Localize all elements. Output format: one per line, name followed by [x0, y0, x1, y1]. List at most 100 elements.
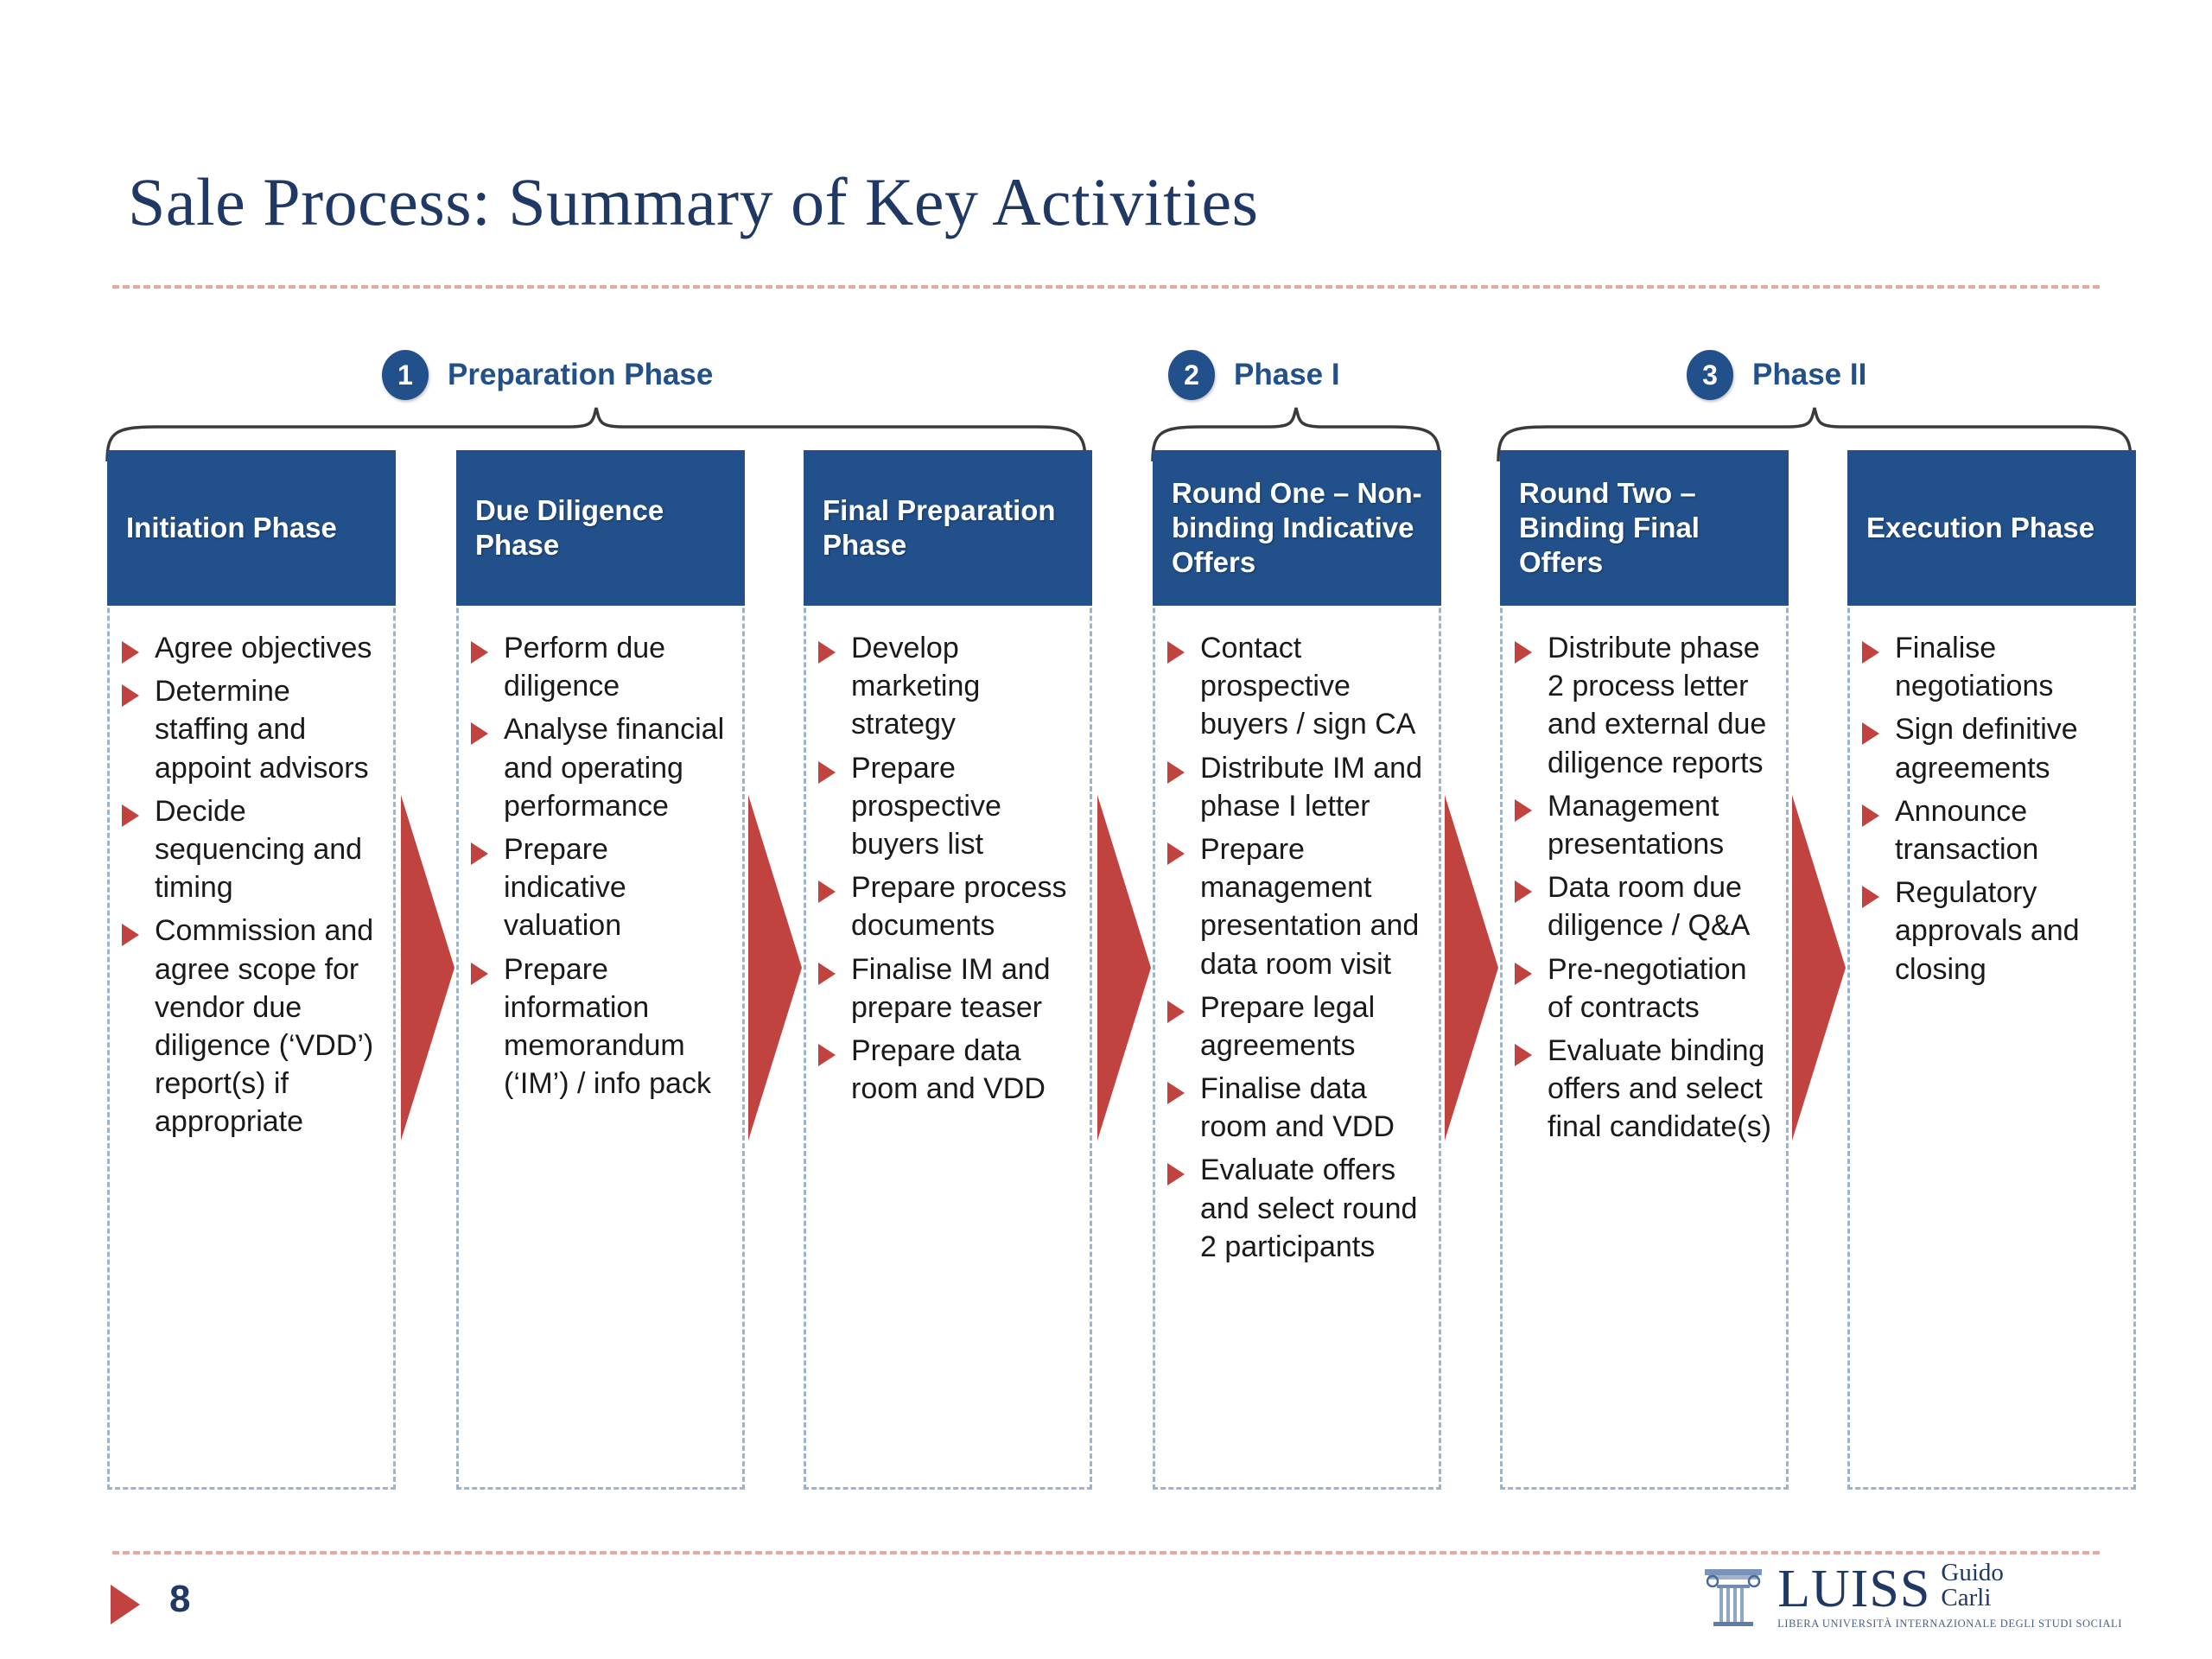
phase-card-header: Final Preparation Phase [804, 450, 1092, 606]
logo-tagline: LIBERA UNIVERSITÀ INTERNAZIONALE DEGLI S… [1777, 1618, 2122, 1630]
list-item: Management presentations [1515, 787, 1777, 863]
column-icon [1705, 1569, 1763, 1626]
list-item-label: Prepare management presentation and data… [1200, 832, 1420, 981]
list-item: Distribute IM and phase I letter [1167, 749, 1430, 825]
list-item: Finalise data room and VDD [1167, 1070, 1430, 1146]
list-item: Prepare indicative valuation [471, 830, 734, 945]
phase-card-bullet-list: Develop marketing strategy Prepare prosp… [806, 613, 1090, 1122]
phase-group-phase-ii: 3 Phase II [1687, 350, 1866, 400]
list-item-label: Determine staffing and appoint advisors [155, 675, 369, 785]
phase-card-execution: Execution Phase Finalise negotiations Si… [1847, 450, 2136, 1490]
list-item: Prepare management presentation and data… [1167, 830, 1430, 983]
list-item-label: Announce transaction [1895, 794, 2039, 866]
list-item: Prepare data room and VDD [818, 1032, 1081, 1108]
list-item-label: Finalise data room and VDD [1200, 1072, 1395, 1144]
list-item: Prepare process documents [818, 868, 1081, 944]
phase-badge-2: 2 [1168, 350, 1215, 400]
triangle-bullet-icon [1167, 641, 1185, 664]
list-item-label: Perform due diligence [504, 632, 666, 703]
phase-card-header: Round Two – Binding Final Offers [1500, 450, 1789, 606]
list-item-label: Contact prospective buyers / sign CA [1200, 632, 1416, 741]
list-item-label: Prepare information memorandum (‘IM’) / … [504, 952, 711, 1101]
list-item-label: Prepare legal agreements [1200, 990, 1376, 1062]
list-item: Data room due diligence / Q&A [1515, 868, 1777, 944]
phase-badge-1: 1 [382, 350, 429, 400]
phase-badge-3: 3 [1687, 350, 1733, 400]
triangle-bullet-icon [122, 804, 139, 827]
logo-name-row: LUISS Guido Carli [1777, 1559, 2122, 1618]
phase-card-due-diligence: Due Diligence Phase Perform due diligenc… [456, 450, 745, 1490]
triangle-bullet-icon [122, 641, 139, 664]
list-item: Agree objectives [122, 629, 385, 667]
logo-wordmark: LUISS Guido Carli LIBERA UNIVERSITÀ INTE… [1777, 1560, 2122, 1630]
triangle-bullet-icon [1515, 1043, 1532, 1066]
phase-label-1: Preparation Phase [448, 358, 714, 391]
list-item: Decide sequencing and timing [122, 792, 385, 907]
list-item-label: Decide sequencing and timing [155, 794, 363, 905]
list-item: Analyse financial and operating performa… [471, 710, 734, 825]
phase-card-bullet-list: Contact prospective buyers / sign CA Dis… [1155, 613, 1439, 1280]
footer-divider [112, 1551, 2100, 1554]
list-item-label: Pre-negotiation of contracts [1548, 952, 1747, 1024]
list-item: Prepare information memorandum (‘IM’) / … [471, 950, 734, 1103]
phase-card-round-two: Round Two – Binding Final Offers Distrib… [1500, 450, 1789, 1490]
list-item: Perform due diligence [471, 629, 734, 705]
phase-card-bullet-list: Perform due diligence Analyse financial … [459, 613, 742, 1116]
triangle-bullet-icon [818, 1043, 836, 1066]
triangle-bullet-icon [471, 962, 488, 985]
list-item: Contact prospective buyers / sign CA [1167, 629, 1430, 744]
triangle-bullet-icon [1862, 886, 1879, 909]
list-item-label: Finalise IM and prepare teaser [851, 952, 1051, 1024]
list-item: Finalise negotiations [1862, 629, 2125, 705]
triangle-bullet-icon [1167, 1000, 1185, 1023]
flow-arrow-icon [748, 795, 802, 1141]
page-number: 8 [169, 1578, 191, 1620]
triangle-bullet-icon [1862, 641, 1879, 664]
triangle-bullet-icon [1167, 842, 1185, 865]
phase-card-header: Due Diligence Phase [456, 450, 745, 606]
list-item-label: Evaluate offers and select round 2 parti… [1200, 1154, 1418, 1263]
logo-carli-line: Carli [1941, 1584, 1992, 1611]
phase-card-final-preparation: Final Preparation Phase Develop marketin… [804, 450, 1092, 1490]
flow-arrow-icon [1097, 795, 1151, 1141]
phase-group-preparation: 1 Preparation Phase [382, 350, 713, 400]
phase-card-round-one: Round One – Non-binding Indicative Offer… [1153, 450, 1441, 1490]
logo-guido-carli-text: Guido Carli [1941, 1560, 2004, 1614]
list-item: Finalise IM and prepare teaser [818, 950, 1081, 1027]
triangle-bullet-icon [471, 722, 488, 746]
triangle-bullet-icon [122, 684, 139, 708]
list-item: Prepare prospective buyers list [818, 749, 1081, 864]
footer-triangle-icon [111, 1585, 140, 1624]
list-item-label: Data room due diligence / Q&A [1548, 871, 1751, 943]
list-item: Evaluate binding offers and select final… [1515, 1032, 1777, 1147]
luiss-logo: LUISS Guido Carli LIBERA UNIVERSITÀ INTE… [1701, 1560, 2122, 1630]
list-item: Sign definitive agreements [1862, 710, 2125, 786]
header-divider [112, 285, 2100, 289]
triangle-bullet-icon [471, 842, 488, 865]
flow-arrow-icon [1792, 795, 1846, 1141]
phase-card-initiation: Initiation Phase Agree objectives Determ… [107, 450, 396, 1490]
logo-luiss-text: LUISS [1777, 1559, 1931, 1618]
triangle-bullet-icon [818, 880, 836, 904]
triangle-bullet-icon [818, 760, 836, 784]
triangle-bullet-icon [1862, 722, 1879, 746]
flow-arrow-icon [1445, 795, 1498, 1141]
phase-card-header: Execution Phase [1847, 450, 2136, 606]
list-item-label: Evaluate binding offers and select final… [1548, 1033, 1771, 1144]
triangle-bullet-icon [1167, 1163, 1185, 1186]
logo-guido-line: Guido [1941, 1559, 2004, 1586]
list-item-label: Commission and agree scope for vendor du… [155, 914, 374, 1139]
list-item-label: Regulatory approvals and closing [1895, 876, 2080, 986]
list-item: Distribute phase 2 process letter and ex… [1515, 629, 1777, 782]
list-item-label: Prepare prospective buyers list [851, 751, 1001, 861]
list-item: Regulatory approvals and closing [1862, 874, 2125, 988]
list-item: Determine staffing and appoint advisors [122, 672, 385, 787]
list-item: Announce transaction [1862, 792, 2125, 868]
triangle-bullet-icon [1515, 962, 1532, 985]
list-item-label: Develop marketing strategy [851, 632, 981, 741]
list-item-label: Distribute IM and phase I letter [1200, 751, 1422, 823]
list-item: Develop marketing strategy [818, 629, 1081, 744]
triangle-bullet-icon [471, 641, 488, 664]
phase-card-header: Round One – Non-binding Indicative Offer… [1153, 450, 1441, 606]
list-item: Prepare legal agreements [1167, 988, 1430, 1065]
